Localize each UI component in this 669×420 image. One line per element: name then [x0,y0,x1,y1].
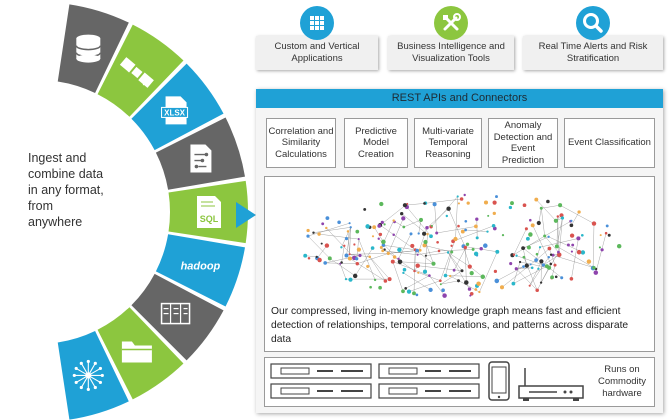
top-item-label: Real Time Alerts and Risk Stratification [523,36,663,70]
top-item-label: Business Intelligence and Visualization … [388,36,514,70]
arc-segment [155,234,245,307]
knowledge-graph-image [303,193,622,298]
graph-nodes [303,193,622,298]
hardware-illustration [270,361,584,401]
top-item-alerts: Real Time Alerts and Risk Stratification [523,6,663,70]
capability-box: Correlation and Similarity Calculations [266,118,336,168]
graph-caption: Our compressed, living in-memory knowled… [271,306,629,345]
knowledge-graph-box: Our compressed, living in-memory knowled… [264,176,655,352]
capability-box: Event Classification [564,118,655,168]
svg-text:XLSX: XLSX [164,108,186,117]
sql-file-icon: SQL [197,196,221,228]
panel-header: REST APIs and Connectors [256,89,663,108]
arc-pointer-arrow [236,202,256,228]
hardware-box: Runs on Commodity hardware [264,357,655,407]
server-unit-icon [270,363,372,399]
capability-box: Predictive Model Creation [344,118,408,168]
svg-text:hadoop: hadoop [181,260,221,272]
circuit-file-icon [190,144,212,173]
smartphone-icon [488,361,510,401]
xlsx-file-icon: XLSX [161,96,189,125]
folder-icon [121,341,152,363]
top-item-bi-tools: Business Intelligence and Visualization … [388,6,514,70]
ingest-caption: Ingest and combine data in any format, f… [28,151,104,229]
hardware-label: Runs on Commodity hardware [597,364,647,399]
tools-icon [434,6,468,40]
top-item-custom-apps: Custom and Vertical Applications [256,6,378,70]
capability-box: Anomaly Detection and Event Prediction [488,118,558,168]
top-item-label: Custom and Vertical Applications [256,36,378,70]
svg-text:SQL: SQL [200,214,219,224]
server-rack-icon [160,302,191,325]
server-unit-icon [378,363,480,399]
satellite-icon [119,57,154,88]
router-icon [518,368,584,401]
grid-apps-icon [300,6,334,40]
capabilities-row: Correlation and Similarity Calculations … [266,118,655,168]
hadoop-logo: hadoop [181,260,221,272]
data-sources-arc: XLSX SQL hadoop [57,4,248,420]
arc-segment [131,273,224,361]
network-burst-icon [72,359,104,392]
platform-panel: REST APIs and Connectors Correlation and… [256,89,663,413]
magnifier-icon [576,6,610,40]
database-icon [75,34,102,63]
capability-box: Multi-variate Temporal Reasoning [414,118,482,168]
